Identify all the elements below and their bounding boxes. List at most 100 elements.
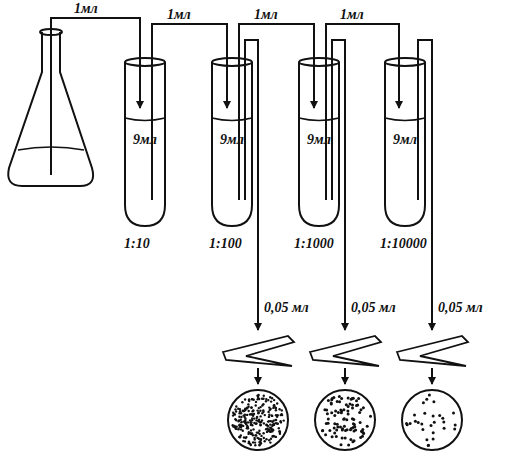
- colony: [342, 418, 345, 421]
- sample-line: [418, 40, 432, 330]
- tube-liquid: [125, 118, 165, 121]
- colony: [272, 435, 274, 437]
- colony: [258, 441, 260, 443]
- colony: [278, 427, 280, 429]
- colony: [335, 429, 338, 432]
- colony: [345, 403, 348, 406]
- colony: [233, 425, 235, 427]
- colony: [259, 424, 261, 426]
- colony: [425, 438, 428, 441]
- colony: [327, 399, 330, 402]
- colony: [257, 412, 259, 414]
- colony: [250, 407, 252, 409]
- colony: [260, 435, 262, 437]
- colony: [269, 409, 271, 411]
- colony: [347, 396, 350, 399]
- tube-volume: 9мл: [218, 132, 246, 147]
- colony: [262, 432, 264, 434]
- colony: [432, 438, 435, 441]
- colony: [256, 395, 258, 397]
- colony: [331, 435, 334, 438]
- arrow: [257, 368, 259, 384]
- dilution-ratio: 1:10: [122, 236, 152, 251]
- sample-line: [332, 40, 345, 330]
- colony: [347, 444, 350, 447]
- colony: [235, 419, 237, 421]
- colony: [261, 404, 263, 406]
- colony: [452, 412, 455, 415]
- colony: [438, 414, 441, 417]
- colony: [327, 418, 330, 421]
- volume-label: 1мл: [72, 1, 100, 16]
- colony: [252, 410, 254, 412]
- colony: [250, 413, 252, 415]
- colony: [275, 409, 277, 411]
- colony: [244, 414, 246, 416]
- colony: [254, 444, 256, 446]
- colony: [423, 412, 426, 415]
- sample-volume: 0,05 мл: [349, 300, 398, 315]
- colony: [328, 429, 331, 432]
- colony: [258, 419, 260, 421]
- colony: [340, 443, 343, 446]
- colony: [432, 431, 435, 434]
- colony: [442, 421, 445, 424]
- colony: [262, 409, 264, 411]
- colony: [265, 424, 267, 426]
- colony: [425, 398, 428, 401]
- colony: [244, 422, 246, 424]
- colony: [276, 422, 278, 424]
- colony: [237, 408, 239, 410]
- colony: [441, 417, 444, 420]
- tube-volume: 9мл: [131, 132, 159, 147]
- colony: [248, 400, 250, 402]
- colony: [366, 425, 369, 428]
- colony: [265, 424, 267, 426]
- colony: [240, 421, 242, 423]
- colony: [275, 407, 277, 409]
- petri-dish: [315, 390, 375, 450]
- colony: [359, 421, 362, 424]
- colony: [270, 400, 272, 402]
- colony: [251, 398, 253, 400]
- colony: [344, 437, 347, 440]
- colony: [239, 423, 241, 425]
- colony: [263, 437, 265, 439]
- colony: [255, 419, 257, 421]
- colony: [281, 414, 283, 416]
- colony: [258, 411, 260, 413]
- colony: [362, 431, 365, 434]
- colony: [283, 419, 285, 421]
- colony: [333, 414, 336, 417]
- colony: [254, 438, 256, 440]
- colony: [257, 432, 259, 434]
- colony: [275, 436, 277, 438]
- colony: [250, 429, 252, 431]
- colony: [264, 440, 266, 442]
- colony: [343, 425, 346, 428]
- colony: [343, 417, 346, 420]
- sample-volume: 0,05 мл: [262, 300, 311, 315]
- colony: [244, 417, 246, 419]
- colony: [256, 416, 258, 418]
- colony: [279, 433, 281, 435]
- colony: [265, 400, 267, 402]
- colony: [409, 422, 412, 425]
- colony: [351, 407, 354, 410]
- colony: [246, 407, 248, 409]
- colony: [254, 434, 256, 436]
- colony: [350, 398, 353, 401]
- colony: [414, 420, 417, 423]
- colony: [346, 428, 349, 431]
- sample-volume: 0,05 мл: [436, 300, 485, 315]
- colony: [242, 440, 244, 442]
- colony: [258, 444, 260, 446]
- colony: [340, 397, 343, 400]
- colony: [256, 437, 258, 439]
- colony: [246, 407, 248, 409]
- colony: [349, 428, 352, 431]
- colony: [244, 398, 246, 400]
- colony: [260, 438, 262, 440]
- colony: [417, 421, 420, 424]
- colony: [275, 419, 277, 421]
